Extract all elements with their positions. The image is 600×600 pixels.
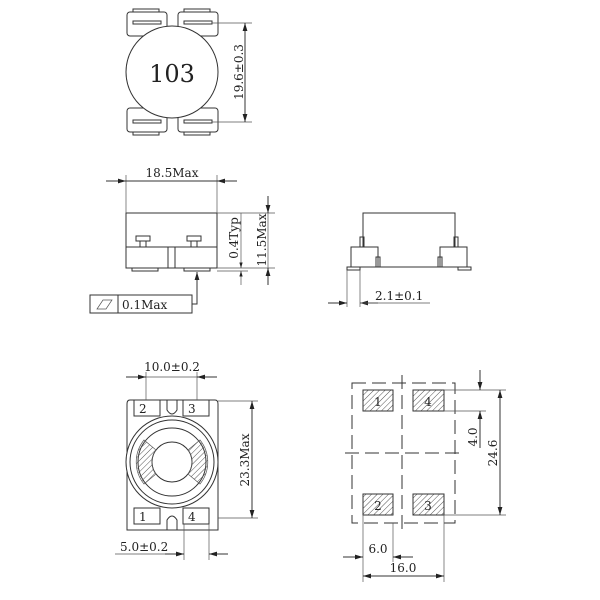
top-height-dim: 19.6±0.3 bbox=[232, 44, 246, 100]
flatness-icon bbox=[96, 299, 113, 310]
end-view: 2.1±0.1 bbox=[328, 212, 472, 307]
side-view: 18.5Max 0.4Typ 11.5Max 0.1Max bbox=[89, 166, 275, 314]
bottom-height-dim: 23.3Max bbox=[238, 433, 252, 486]
footprint: 1 4 2 3 4.0 24.6 6.0 16.0 bbox=[343, 370, 506, 582]
side-width-dim: 18.5Max bbox=[146, 166, 199, 180]
pin-4 bbox=[182, 507, 210, 525]
pad-3 bbox=[412, 493, 445, 516]
flatness-tolerance-frame: 0.1Max bbox=[89, 272, 200, 314]
pin-label: 3 bbox=[188, 402, 196, 416]
flatness-value: 0.1Max bbox=[122, 298, 168, 312]
top-view: 103 19.6±0.3 bbox=[125, 8, 252, 136]
pad-label: 1 bbox=[374, 395, 382, 409]
pad-2 bbox=[362, 493, 394, 516]
pad-label: 2 bbox=[374, 499, 382, 513]
pitch-dim: 10.0±0.2 bbox=[144, 360, 200, 374]
pad-height-dim: 4.0 bbox=[466, 427, 480, 446]
pin-3 bbox=[182, 399, 210, 417]
terminal-dim: 2.1±0.1 bbox=[375, 289, 423, 303]
span-dim: 24.6 bbox=[486, 440, 500, 467]
pad-1 bbox=[362, 389, 394, 412]
side-height-dim: 11.5Max bbox=[255, 213, 269, 266]
winding-right bbox=[187, 439, 209, 485]
pad-4 bbox=[412, 389, 445, 412]
standoff-dim: 0.4Typ bbox=[227, 217, 241, 259]
gap-dim: 6.0 bbox=[368, 542, 387, 556]
pad-width-dim: 5.0±0.2 bbox=[120, 540, 168, 554]
pad-label: 3 bbox=[424, 499, 432, 513]
pin-label: 4 bbox=[188, 510, 196, 524]
pin-2 bbox=[133, 399, 161, 417]
part-marking: 103 bbox=[149, 60, 195, 88]
width-dim: 16.0 bbox=[390, 561, 417, 575]
pin-1 bbox=[133, 507, 161, 525]
winding-left bbox=[135, 439, 157, 485]
pad-label: 4 bbox=[424, 395, 432, 409]
inductor-body-circle bbox=[125, 25, 219, 119]
bottom-view: 2 3 1 4 10.0±0.2 23.3Max 5.0±0.2 bbox=[115, 360, 258, 560]
pin-label: 2 bbox=[139, 402, 147, 416]
pin-label: 1 bbox=[139, 510, 147, 524]
